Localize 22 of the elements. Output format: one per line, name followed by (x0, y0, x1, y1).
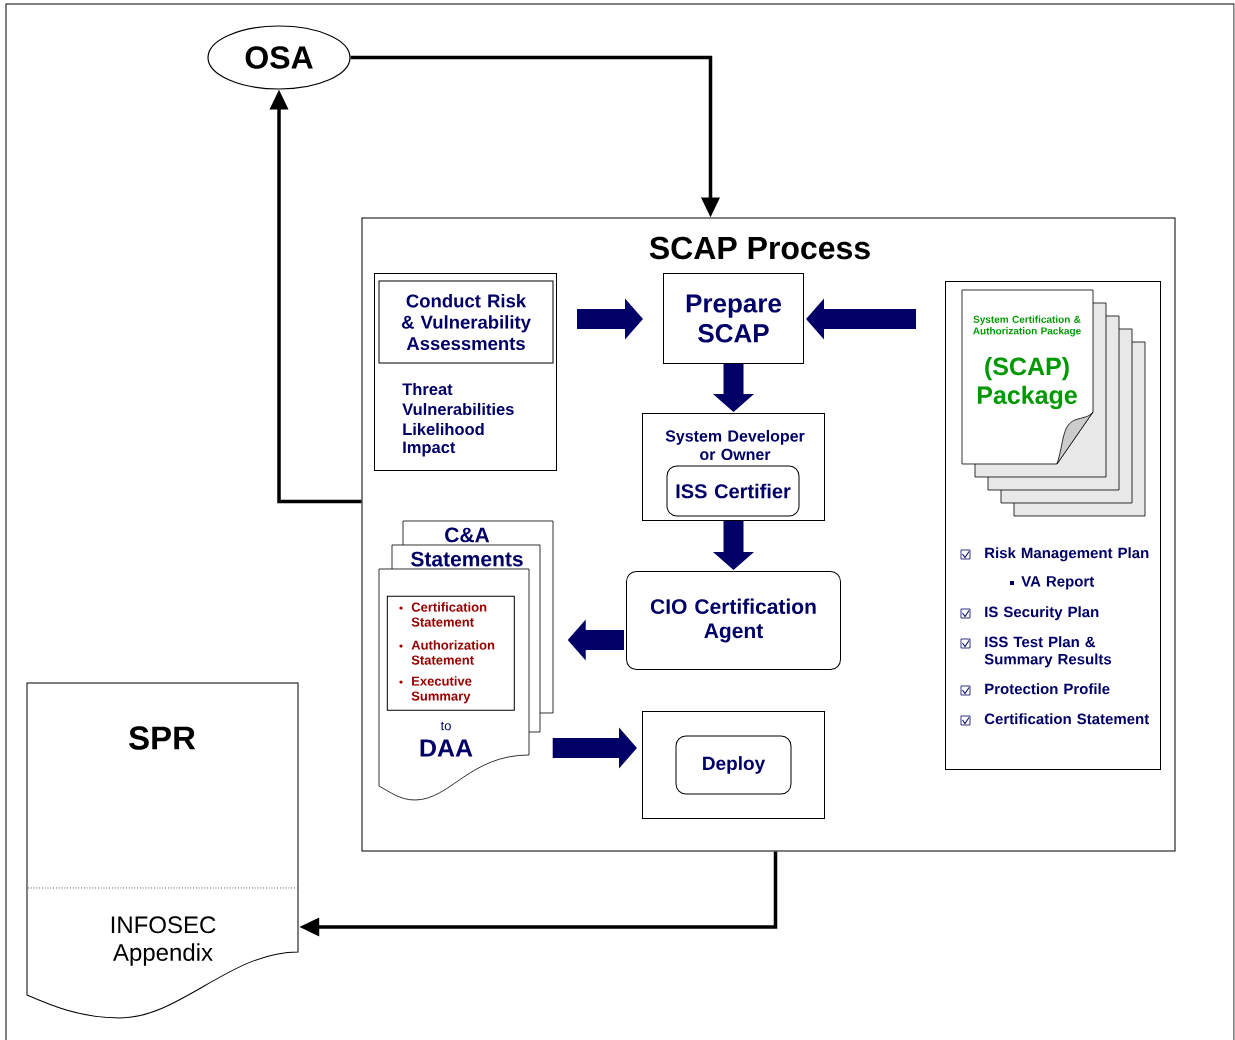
agent-box: CIO Certification Agent (626, 571, 841, 670)
list-item: Likelihood (403, 422, 484, 436)
checklist-item: IS Security Plan (985, 606, 1099, 621)
process-box: Deploy (675, 735, 792, 795)
sub-item: VA Report (1010, 576, 1095, 590)
process-box: Prepare SCAP (663, 273, 804, 364)
panel-title: SCAP Process (649, 236, 870, 260)
heading-box: Conduct Risk & Vulnerability Assessments (378, 280, 554, 364)
checklist-item: Protection Profile (985, 683, 1110, 695)
checklist-item: Certification Statement (984, 713, 1150, 725)
list-item: Vulnerabilities (402, 402, 514, 416)
document-section: INFOSEC Appendix (111, 916, 216, 966)
checklist-item: ISS Test Plan & Summary Results (984, 636, 1112, 668)
list-item: Threat (402, 382, 453, 396)
package-subtitle: System Certification & Authorization Package (973, 315, 1081, 337)
list-item: Impact (403, 441, 456, 457)
stack-heading: C&A Statements (411, 527, 523, 567)
role-label: System Developer or Owner (665, 429, 805, 461)
oval-node: OSA (207, 25, 351, 90)
role-box: ISS Certifier (666, 465, 800, 517)
document-title: SPR (129, 726, 196, 750)
checklist-item: Risk Management Plan (985, 547, 1149, 562)
